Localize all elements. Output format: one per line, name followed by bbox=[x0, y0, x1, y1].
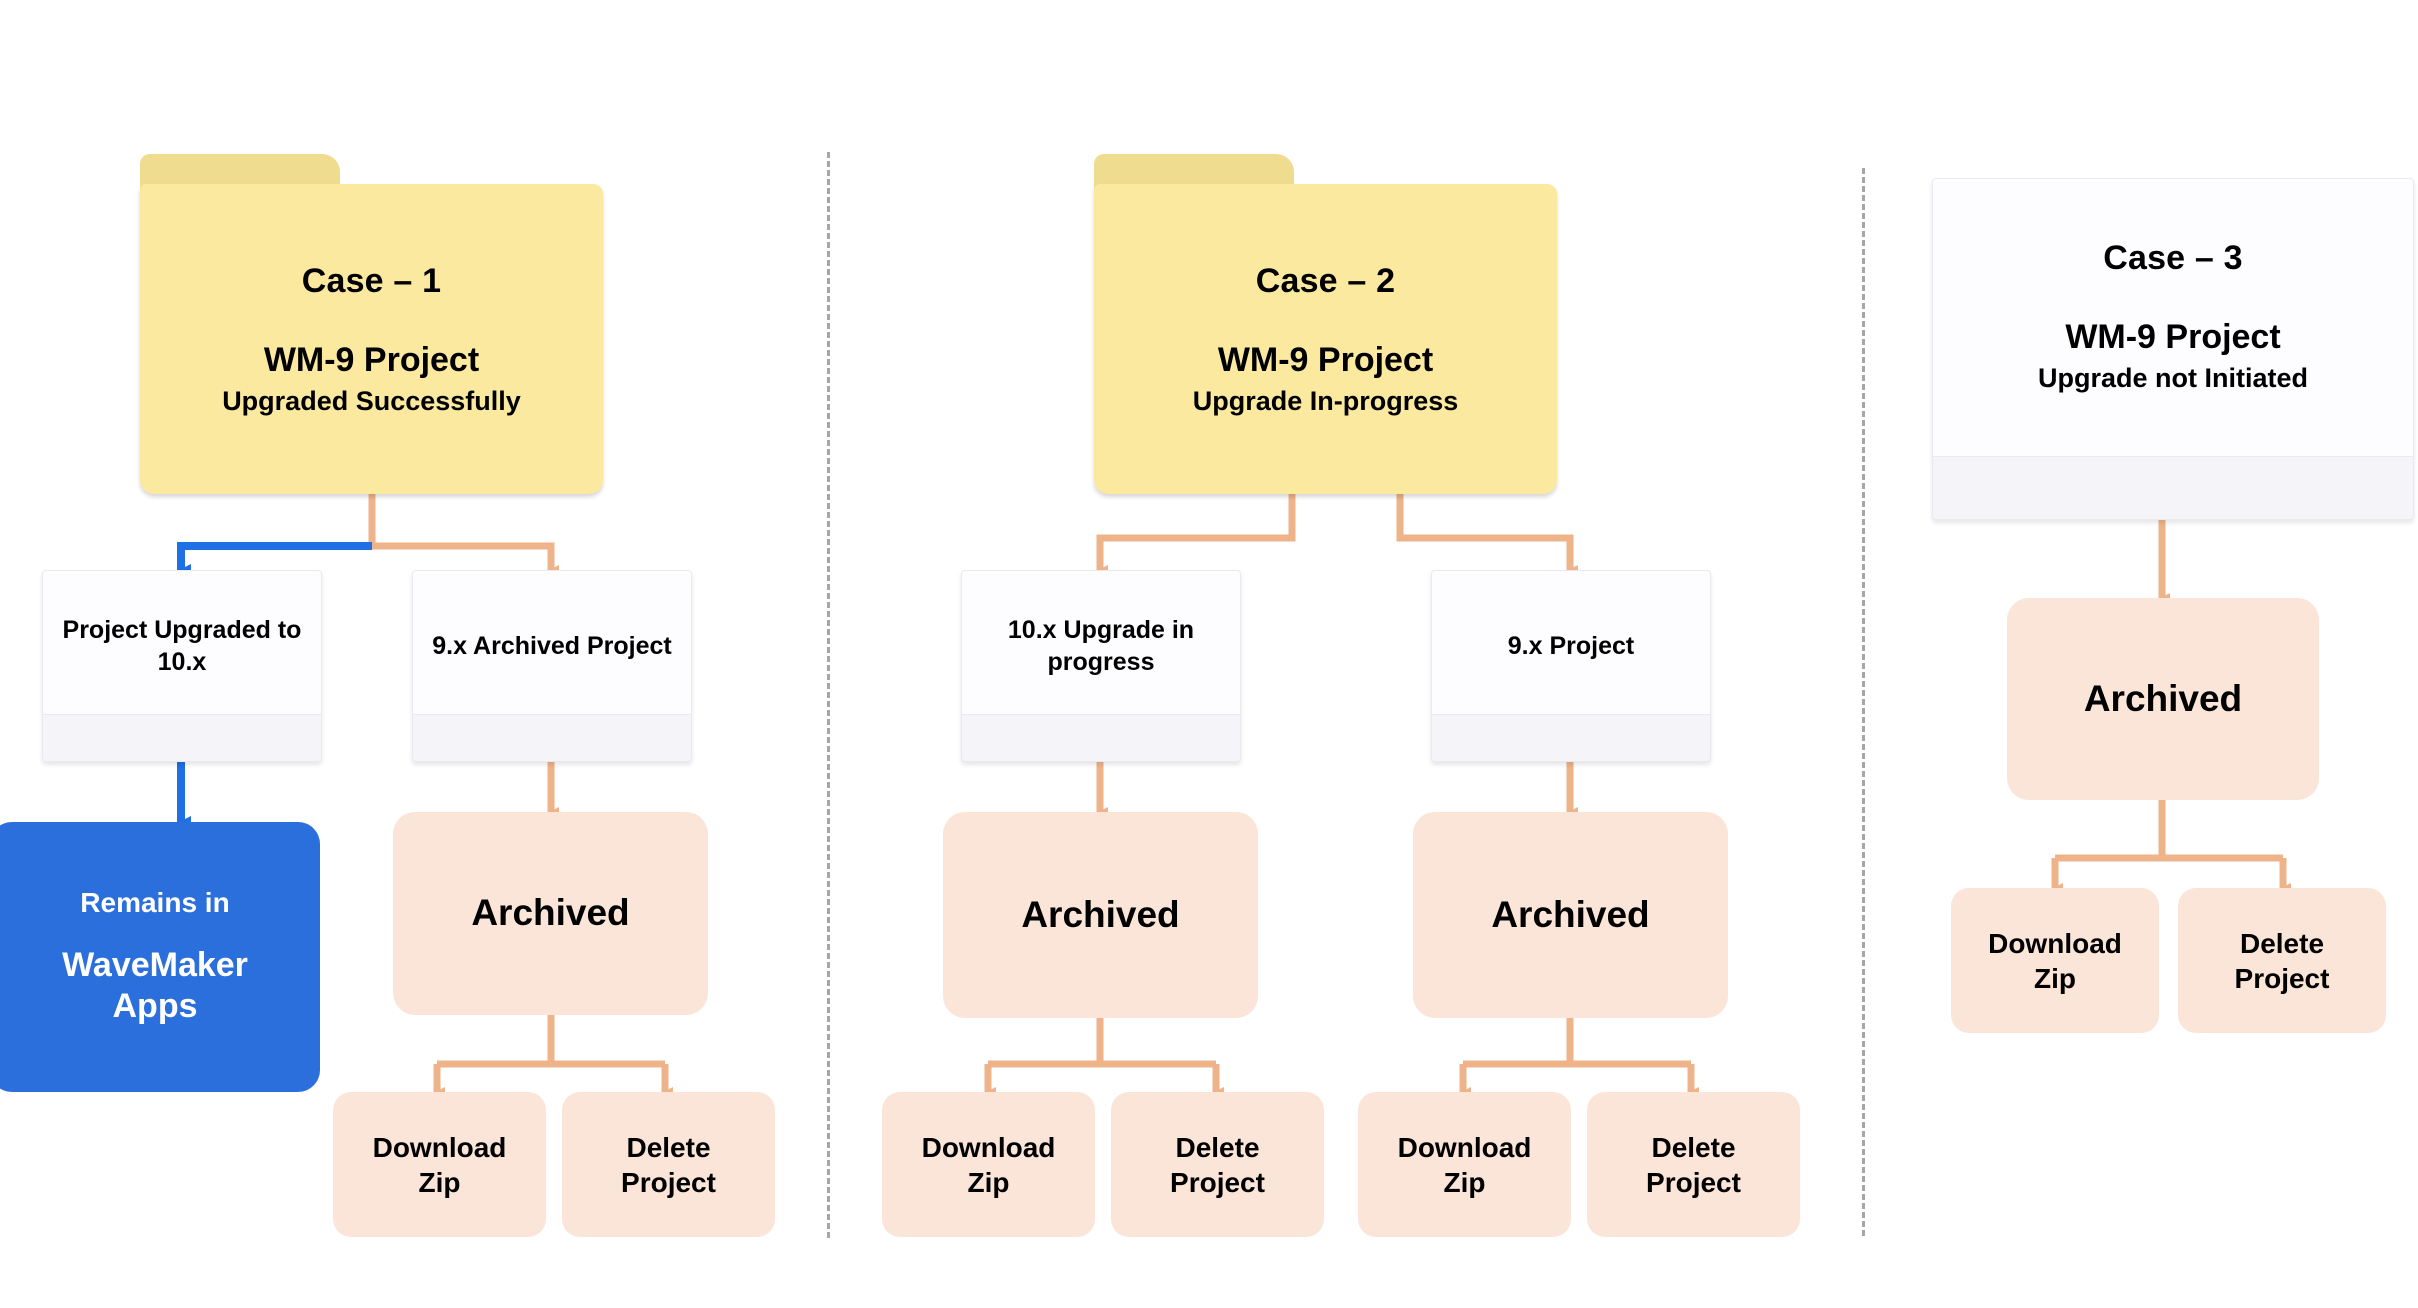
action-label: Delete Project bbox=[2234, 927, 2330, 994]
card-label: 10.x Upgrade in progress bbox=[1007, 615, 1195, 677]
card-9x-project[interactable]: 9.x Project bbox=[1431, 570, 1711, 762]
blue-box-line-1: Remains in bbox=[80, 886, 230, 918]
action-label: Delete Project bbox=[1646, 1131, 1741, 1198]
folder-body bbox=[140, 184, 603, 494]
archived-label: Archived bbox=[471, 892, 630, 934]
card-label: Project Upgraded to 10.x bbox=[62, 615, 302, 677]
card-footer bbox=[43, 714, 321, 761]
archived-label: Archived bbox=[2083, 677, 2243, 719]
card-label: 9.x Project bbox=[1507, 631, 1635, 660]
case-2-project-status: Upgrade In-progress bbox=[1192, 385, 1459, 416]
case-2-label: Case – 2 bbox=[1255, 261, 1396, 300]
card-footer bbox=[1933, 456, 2413, 519]
button-download-zip-case2-left[interactable]: Download Zip bbox=[882, 1092, 1095, 1237]
button-download-zip-case2-right[interactable]: Download Zip bbox=[1358, 1092, 1571, 1237]
button-download-zip-case1[interactable]: Download Zip bbox=[333, 1092, 546, 1237]
card-footer bbox=[413, 714, 691, 761]
action-label: Delete Project bbox=[621, 1131, 716, 1198]
divider-case1-case2 bbox=[827, 152, 830, 1238]
box-remains-in-wavemaker-apps[interactable]: Remains in WaveMaker Apps bbox=[0, 822, 320, 1092]
case-3-label: Case – 3 bbox=[2103, 238, 2243, 277]
action-label: Download Zip bbox=[1397, 1131, 1532, 1198]
case-1-project-title: WM-9 Project bbox=[263, 340, 480, 379]
button-delete-project-case1[interactable]: Delete Project bbox=[562, 1092, 775, 1237]
case-3-header-card[interactable]: Case – 3 WM-9 Project Upgrade not Initia… bbox=[1932, 178, 2414, 520]
box-archived-case3[interactable]: Archived bbox=[2007, 598, 2319, 800]
case-1-label: Case – 1 bbox=[301, 261, 442, 300]
card-project-upgraded-10x[interactable]: Project Upgraded to 10.x bbox=[42, 570, 322, 762]
action-label: Download Zip bbox=[921, 1131, 1056, 1198]
action-label: Delete Project bbox=[1170, 1131, 1265, 1198]
card-9x-archived-project[interactable]: 9.x Archived Project bbox=[412, 570, 692, 762]
action-label: Download Zip bbox=[372, 1131, 507, 1198]
case-3-project-title: WM-9 Project bbox=[2065, 317, 2281, 356]
blue-box-line-2: WaveMaker Apps bbox=[62, 945, 248, 1025]
button-delete-project-case2-right[interactable]: Delete Project bbox=[1587, 1092, 1800, 1237]
folder-body bbox=[1094, 184, 1557, 494]
card-10x-upgrade-in-progress[interactable]: 10.x Upgrade in progress bbox=[961, 570, 1241, 762]
divider-case2-case3 bbox=[1862, 168, 1865, 1236]
archived-label: Archived bbox=[1021, 893, 1180, 935]
card-footer bbox=[962, 714, 1240, 761]
box-archived-case2-left[interactable]: Archived bbox=[943, 812, 1258, 1018]
case-2-folder[interactable]: Case – 2 WM-9 Project Upgrade In-progres… bbox=[1094, 154, 1557, 494]
case-3-text-block: Case – 3 WM-9 Project Upgrade not Initia… bbox=[1933, 179, 2413, 453]
case-1-folder[interactable]: Case – 1 WM-9 Project Upgraded Successfu… bbox=[140, 154, 603, 494]
button-delete-project-case2-left[interactable]: Delete Project bbox=[1111, 1092, 1324, 1237]
case-2-project-title: WM-9 Project bbox=[1217, 340, 1434, 379]
box-archived-case2-right[interactable]: Archived bbox=[1413, 812, 1728, 1018]
box-archived-case1[interactable]: Archived bbox=[393, 812, 708, 1015]
button-delete-project-case3[interactable]: Delete Project bbox=[2178, 888, 2386, 1033]
button-download-zip-case3[interactable]: Download Zip bbox=[1951, 888, 2159, 1033]
archived-label: Archived bbox=[1491, 893, 1650, 935]
card-footer bbox=[1432, 714, 1710, 761]
case-3-project-status: Upgrade not Initiated bbox=[2038, 362, 2308, 393]
card-label: 9.x Archived Project bbox=[432, 631, 672, 660]
case-1-project-status: Upgraded Successfully bbox=[222, 385, 521, 416]
action-label: Download Zip bbox=[1988, 927, 2122, 994]
